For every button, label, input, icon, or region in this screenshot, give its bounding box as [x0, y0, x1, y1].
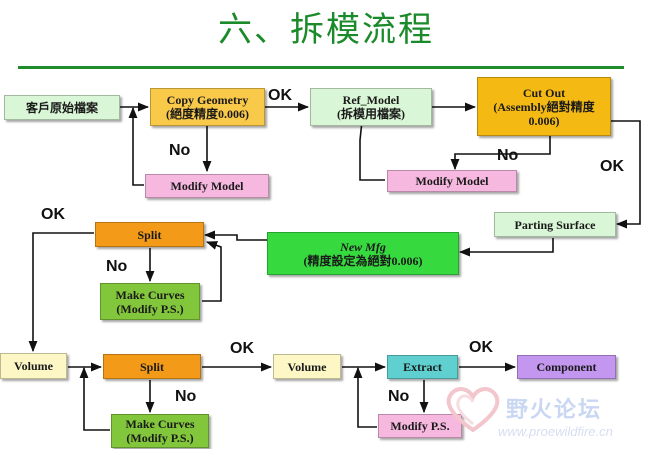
label-no-extract-to-modifyps: No: [388, 388, 410, 405]
node-split-2: Split: [103, 354, 201, 379]
node-make-curves-2-line1: Make Curves: [125, 417, 195, 431]
node-cut-out-line1: Cut Out: [522, 85, 566, 100]
label-no-copy-to-modify: No: [169, 142, 191, 159]
node-make-curves-2-line2: (Modify P.S.): [126, 431, 194, 445]
edge-cutout-to-modify: [450, 136, 551, 171]
node-new-mfg-line2: (精度設定為絕對0.006): [303, 253, 423, 268]
node-component-text: Component: [536, 360, 597, 374]
node-cut-out: Cut Out (Assembly絕對精度 0.006): [477, 77, 611, 136]
node-volume-2: Volume: [273, 354, 341, 379]
node-modify-model-1-text: Modify Model: [170, 179, 244, 193]
node-parting-surface-text: Parting Surface: [514, 217, 596, 232]
node-make-curves-2: Make Curves (Modify P.S.): [111, 414, 209, 448]
edge-makecurves-loop-2: [79, 366, 110, 431]
edge-cutout-to-parting: [610, 120, 641, 229]
node-new-mfg: New Mfg (精度設定為絕對0.006): [267, 232, 459, 275]
node-modify-model-1: Modify Model: [145, 174, 269, 198]
label-ok-split2-to-volume2: OK: [230, 340, 254, 357]
edge-modifyps-loop: [353, 366, 377, 428]
node-extract-text: Extract: [403, 360, 442, 374]
node-make-curves-1: Make Curves (Modify P.S.): [100, 283, 200, 320]
node-make-curves-1-line1: Make Curves: [115, 287, 185, 302]
node-volume-1-text: Volume: [14, 359, 53, 373]
node-component: Component: [517, 355, 616, 379]
node-volume-1: Volume: [0, 353, 67, 379]
node-modify-ps-text: Modify P.S.: [390, 419, 450, 433]
edge-newmfg-to-split: [203, 230, 267, 241]
node-cut-out-line3: 0.006): [528, 113, 560, 128]
edge-modify-loop-1: [128, 106, 144, 186]
node-copy-geometry-line2: (絕度精度0.006): [166, 107, 249, 121]
node-modify-ps: Modify P.S.: [378, 414, 462, 438]
node-split-1-text: Split: [137, 227, 162, 242]
watermark-url: www.proewildfire.cn: [498, 424, 613, 439]
edge-parting-to-newmfg: [458, 238, 554, 257]
node-volume-2-text: Volume: [287, 359, 327, 374]
label-ok-extract-to-component: OK: [469, 339, 493, 356]
node-customer-file-text: 客戶原始檔案: [25, 100, 98, 115]
title-divider: [18, 66, 624, 69]
node-copy-geometry: Copy Geometry (絕度精度0.006): [150, 88, 265, 126]
watermark-logo-icon: [446, 387, 500, 433]
node-extract: Extract: [387, 355, 458, 379]
node-split-2-text: Split: [139, 359, 164, 374]
node-modify-model-2-text: Modify Model: [415, 174, 489, 188]
node-cut-out-line2: (Assembly絕對精度: [493, 99, 595, 114]
node-ref-model-line1: Ref_Model: [342, 93, 400, 107]
node-new-mfg-line1: New Mfg: [340, 239, 386, 254]
node-copy-geometry-line1: Copy Geometry: [166, 93, 249, 107]
node-customer-file: 客戶原始檔案: [4, 95, 120, 120]
node-ref-model: Ref_Model (拆模用檔案): [310, 88, 432, 126]
node-parting-surface: Parting Surface: [494, 212, 616, 237]
edge-makecurves-loop-1: [202, 241, 222, 302]
node-split-1: Split: [95, 222, 204, 247]
node-modify-model-2: Modify Model: [387, 170, 517, 192]
label-ok-cutout-to-parting: OK: [600, 158, 624, 175]
label-ok-copy-to-ref: OK: [268, 87, 292, 104]
label-no-cutout-to-modify: No: [497, 147, 519, 164]
node-ref-model-line2: (拆模用檔案): [337, 107, 405, 121]
edge-split-to-volume: [28, 232, 94, 353]
label-no-split2-to-makecurves2: No: [175, 388, 197, 405]
page-title: 六、拆模流程: [218, 10, 434, 50]
label-no-split-to-makecurves: No: [106, 258, 128, 275]
node-make-curves-1-line2: (Modify P.S.): [116, 301, 184, 316]
watermark-text: 野火论坛: [506, 398, 603, 423]
label-ok-split-to-volume: OK: [41, 206, 65, 223]
